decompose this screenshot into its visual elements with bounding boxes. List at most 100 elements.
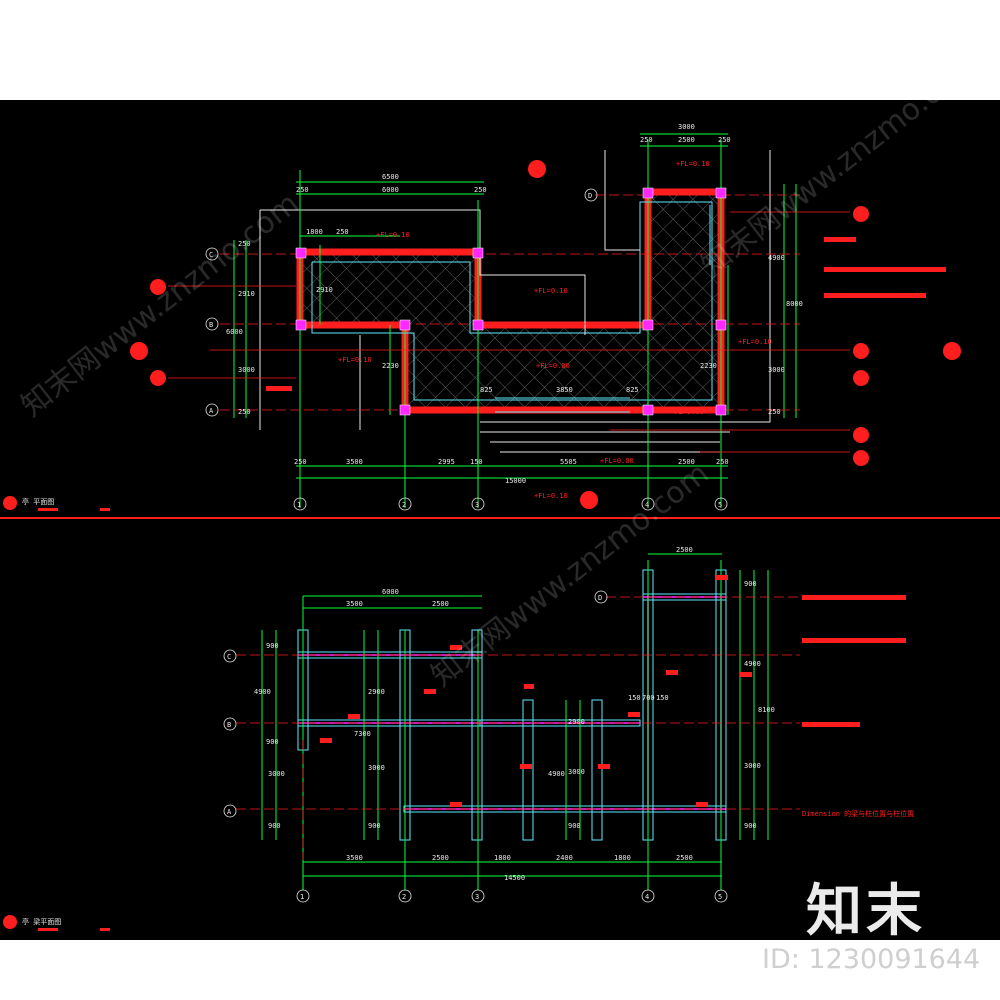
b-dim-right-1: 4900 [744,660,761,668]
bottom-dimension-lines [261,553,769,890]
b-inner-3: 4900 [548,770,565,778]
level-6: +FL=0.00 [600,457,634,465]
dim-left-3: 3000 [238,366,255,374]
b-dim-right-2: 8100 [758,706,775,714]
grid-row-a: A [209,407,214,415]
b-grid-col-1: 1 [300,893,304,901]
b-dim-left-1: 4900 [254,688,271,696]
dim-top-inner: 6000 [382,186,399,194]
grid-col-1: 1 [297,501,301,509]
dim-bottom-1: 3500 [346,458,363,466]
beam-core [298,595,726,812]
b-dim-left-2: 900 [266,738,279,746]
b-inner-2: 900 [568,822,581,830]
inner-dim-5: 825 [626,386,639,394]
dim-top-c: 1800 [306,228,323,236]
inner-dim-3: 825 [480,386,493,394]
b-dim-bottom-4: 1800 [614,854,631,862]
b-dim-top-b: 2500 [432,600,449,608]
axis-lines [220,194,800,411]
b-dim-top-c: 2500 [676,546,693,554]
dim-bottom-0: 250 [294,458,307,466]
b-dim-bottom-5: 2500 [676,854,693,862]
level-2: +FL=0.10 [534,287,568,295]
leader-bars [0,237,1000,519]
b-dim-bottom-3: 2400 [556,854,573,862]
grid-col-3: 3 [475,501,479,509]
grid-row-b: B [209,321,213,329]
inner-dim-6: 150 [470,458,483,466]
dim-top-e: 3000 [678,123,695,131]
dim-left-1: 2910 [238,290,255,298]
b-grid-col-2: 2 [402,893,406,901]
id-label: ID: 1230091644 [762,944,981,975]
dim-right-3: 250 [768,408,781,416]
dim-left-4: 250 [238,408,251,416]
b-grid-col-4: 4 [645,893,649,901]
level-1: +FL=0.10 [676,160,710,168]
plan-top-title: 亭 平面图 [22,497,54,506]
b-dim-left-4: 7300 [354,730,371,738]
plan-top: 6500 6000 250 250 1800 250 3000 2500 250… [0,123,1000,519]
section-lines [259,150,771,453]
b-grid-row-d: D [598,594,602,602]
b-grid-row-b: B [227,721,231,729]
b-inner-0: 2900 [568,718,585,726]
inner-dim-1: 2230 [382,362,399,370]
inner-dim-0: 2910 [316,286,333,294]
grid-col-5: 5 [718,501,722,509]
dim-top-g: 250 [640,136,653,144]
b-dim-left-6: 900 [368,822,381,830]
dim-top-a: 250 [296,186,309,194]
b-inner-8: 150 [656,694,669,702]
b-dim-top-a: 3500 [346,600,363,608]
b-dim-left-3: 2900 [368,688,385,696]
dim-bottom-4: 2500 [678,458,695,466]
dim-bottom-2: 2995 [438,458,455,466]
grid-row-d: D [588,192,592,200]
inner-dim-4: 3850 [556,386,573,394]
brand-logo: 知末 [806,879,926,944]
dim-left-0: 250 [238,240,251,248]
cad-canvas: 6500 6000 250 250 1800 250 3000 2500 250… [0,46,1000,940]
beams-horizontal [297,593,727,813]
plan-bottom-title: 亭 梁平面图 [22,917,61,926]
bottom-axis-lines [236,596,800,860]
level-8: +FL=0.00 [670,408,704,416]
dim-right-0: 4900 [768,254,785,262]
b-dim-bottom-2: 1800 [494,854,511,862]
grid-bubbles [205,188,728,511]
level-0: +FL=0.10 [376,231,410,239]
section-mark-top: 1-1 [531,165,544,173]
b-grid-row-c: C [227,653,231,661]
level-7: +FL=0.00 [536,362,570,370]
beams-vertical [297,569,727,841]
dim-top-total: 6500 [382,173,399,181]
grid-col-4: 4 [645,501,649,509]
leader-lines [168,211,850,453]
level-5: +FL=0.10 [534,492,568,500]
dim-right-2: 3000 [768,366,785,374]
dim-top-h: 250 [718,136,731,144]
b-inner-4: 3000 [268,770,285,778]
dim-top-b: 250 [474,186,487,194]
b-dim-right-0: 900 [744,580,757,588]
dim-left-2: 6000 [226,328,243,336]
b-inner-7: 700 [642,694,655,702]
b-inner-1: 3000 [568,768,585,776]
dim-top-f: 2500 [678,136,695,144]
bottom-title-bubble [3,915,17,929]
dim-bottom-3: 5505 [560,458,577,466]
b-inner-6: 150 [628,694,641,702]
section-mark-right: 3-3 [946,347,959,355]
bottom-tags [38,575,906,931]
dim-bottom-total: 15000 [505,477,526,485]
b-dim-top-total: 6000 [382,588,399,596]
b-dim-bottom-0: 3500 [346,854,363,862]
grid-col-2: 2 [402,501,406,509]
b-dim-bottom-1: 2500 [432,854,449,862]
b-inner-5: 900 [268,822,281,830]
cad-drawing: 6500 6000 250 250 1800 250 3000 2500 250… [0,123,1000,931]
b-grid-row-a: A [227,808,232,816]
level-4: +FL=0.10 [738,338,772,346]
